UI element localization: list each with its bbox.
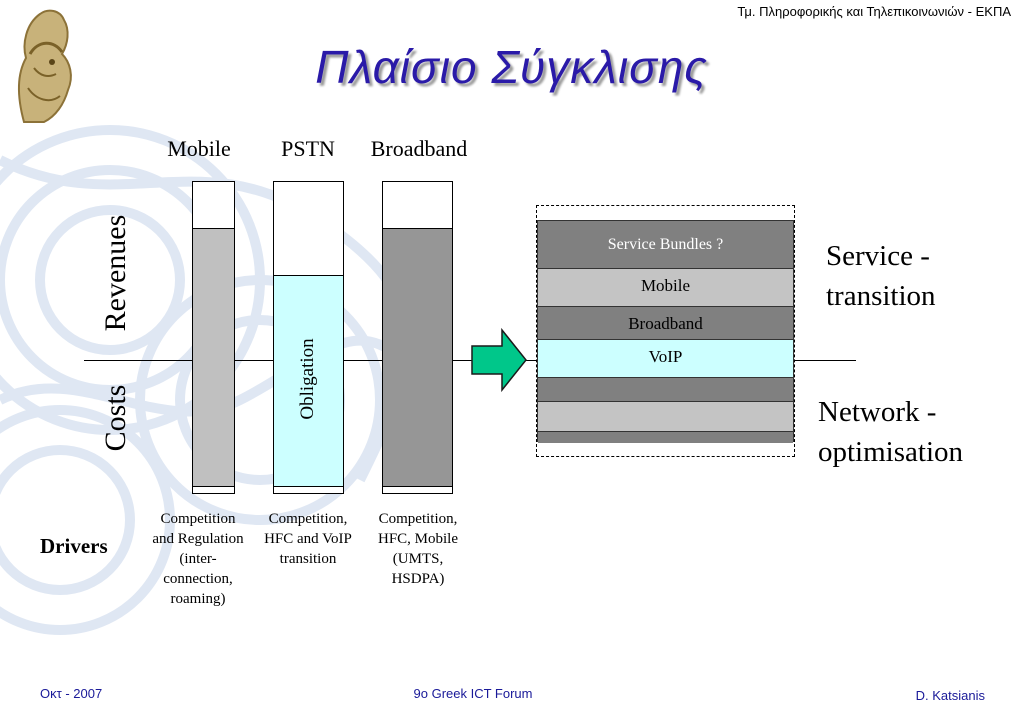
driver-line: Competition, bbox=[268, 511, 348, 527]
header-institution: Τμ. Πληροφορικής και Τηλεπικοινωνιών - Ε… bbox=[737, 4, 1011, 19]
bar-pstn-obligation-label: Obligation bbox=[297, 338, 318, 420]
label-line: optimisation bbox=[818, 436, 963, 468]
university-logo bbox=[18, 9, 72, 123]
converged-stack-frame: Service Bundles ? Mobile Broadband VoIP bbox=[536, 205, 795, 457]
stack-layer-cost-3 bbox=[538, 431, 793, 443]
footer-author: D. Katsianis bbox=[915, 688, 985, 703]
stack-layer-cost-2 bbox=[538, 401, 793, 431]
stack-layer-broadband: Broadband bbox=[538, 306, 793, 339]
bar-broadband-fill bbox=[383, 228, 452, 487]
driver-line: Competition bbox=[160, 511, 236, 527]
label-line: Network - bbox=[818, 396, 937, 428]
stack-layer-mobile: Mobile bbox=[538, 268, 793, 306]
stack-layer-cost-1 bbox=[538, 377, 793, 401]
driver-line: Competition, bbox=[378, 511, 458, 527]
converged-stack: Service Bundles ? Mobile Broadband VoIP bbox=[537, 220, 794, 443]
driver-line: HSDPA) bbox=[391, 571, 445, 587]
bar-pstn bbox=[273, 181, 344, 494]
label-line: Service - bbox=[826, 240, 930, 272]
driver-line: transition bbox=[279, 551, 337, 567]
driver-line: HFC and VoIP bbox=[264, 531, 352, 547]
stack-layer-service-bundles: Service Bundles ? bbox=[538, 221, 793, 268]
driver-line: HFC, Mobile bbox=[377, 531, 458, 547]
column-label-pstn: PSTN bbox=[281, 136, 335, 161]
driver-text-pstn: Competition, HFC and VoIP transition bbox=[252, 509, 364, 569]
service-transition-label: Service - transition bbox=[826, 236, 936, 316]
driver-text-mobile: Competition and Regulation (inter- conne… bbox=[140, 509, 256, 609]
driver-line: roaming) bbox=[170, 591, 226, 607]
slide-title: Πλαίσιο Σύγκλισης bbox=[315, 41, 708, 93]
label-line: transition bbox=[826, 280, 936, 312]
driver-line: and Regulation bbox=[152, 531, 244, 547]
axis-label-costs: Costs bbox=[99, 384, 132, 452]
baseline-line bbox=[84, 360, 856, 361]
drivers-label: Drivers bbox=[40, 534, 108, 558]
driver-text-broadband: Competition, HFC, Mobile (UMTS, HSDPA) bbox=[362, 509, 474, 589]
driver-line: connection, bbox=[163, 571, 233, 587]
bar-mobile-fill bbox=[193, 228, 234, 487]
network-optimisation-label: Network - optimisation bbox=[818, 392, 963, 472]
bar-broadband bbox=[382, 181, 453, 494]
driver-line: (inter- bbox=[179, 551, 217, 567]
axis-label-revenues: Revenues bbox=[99, 214, 132, 332]
transition-arrow bbox=[471, 328, 527, 392]
bar-mobile bbox=[192, 181, 235, 494]
footer-date: Οκτ - 2007 bbox=[40, 686, 103, 701]
column-label-mobile: Mobile bbox=[167, 136, 231, 161]
footer-event: 9o Greek ICT Forum bbox=[413, 686, 533, 701]
stack-layer-voip: VoIP bbox=[538, 339, 793, 377]
bar-pstn-fill bbox=[274, 275, 343, 487]
column-label-broadband: Broadband bbox=[370, 136, 468, 161]
driver-line: (UMTS, bbox=[392, 551, 444, 567]
